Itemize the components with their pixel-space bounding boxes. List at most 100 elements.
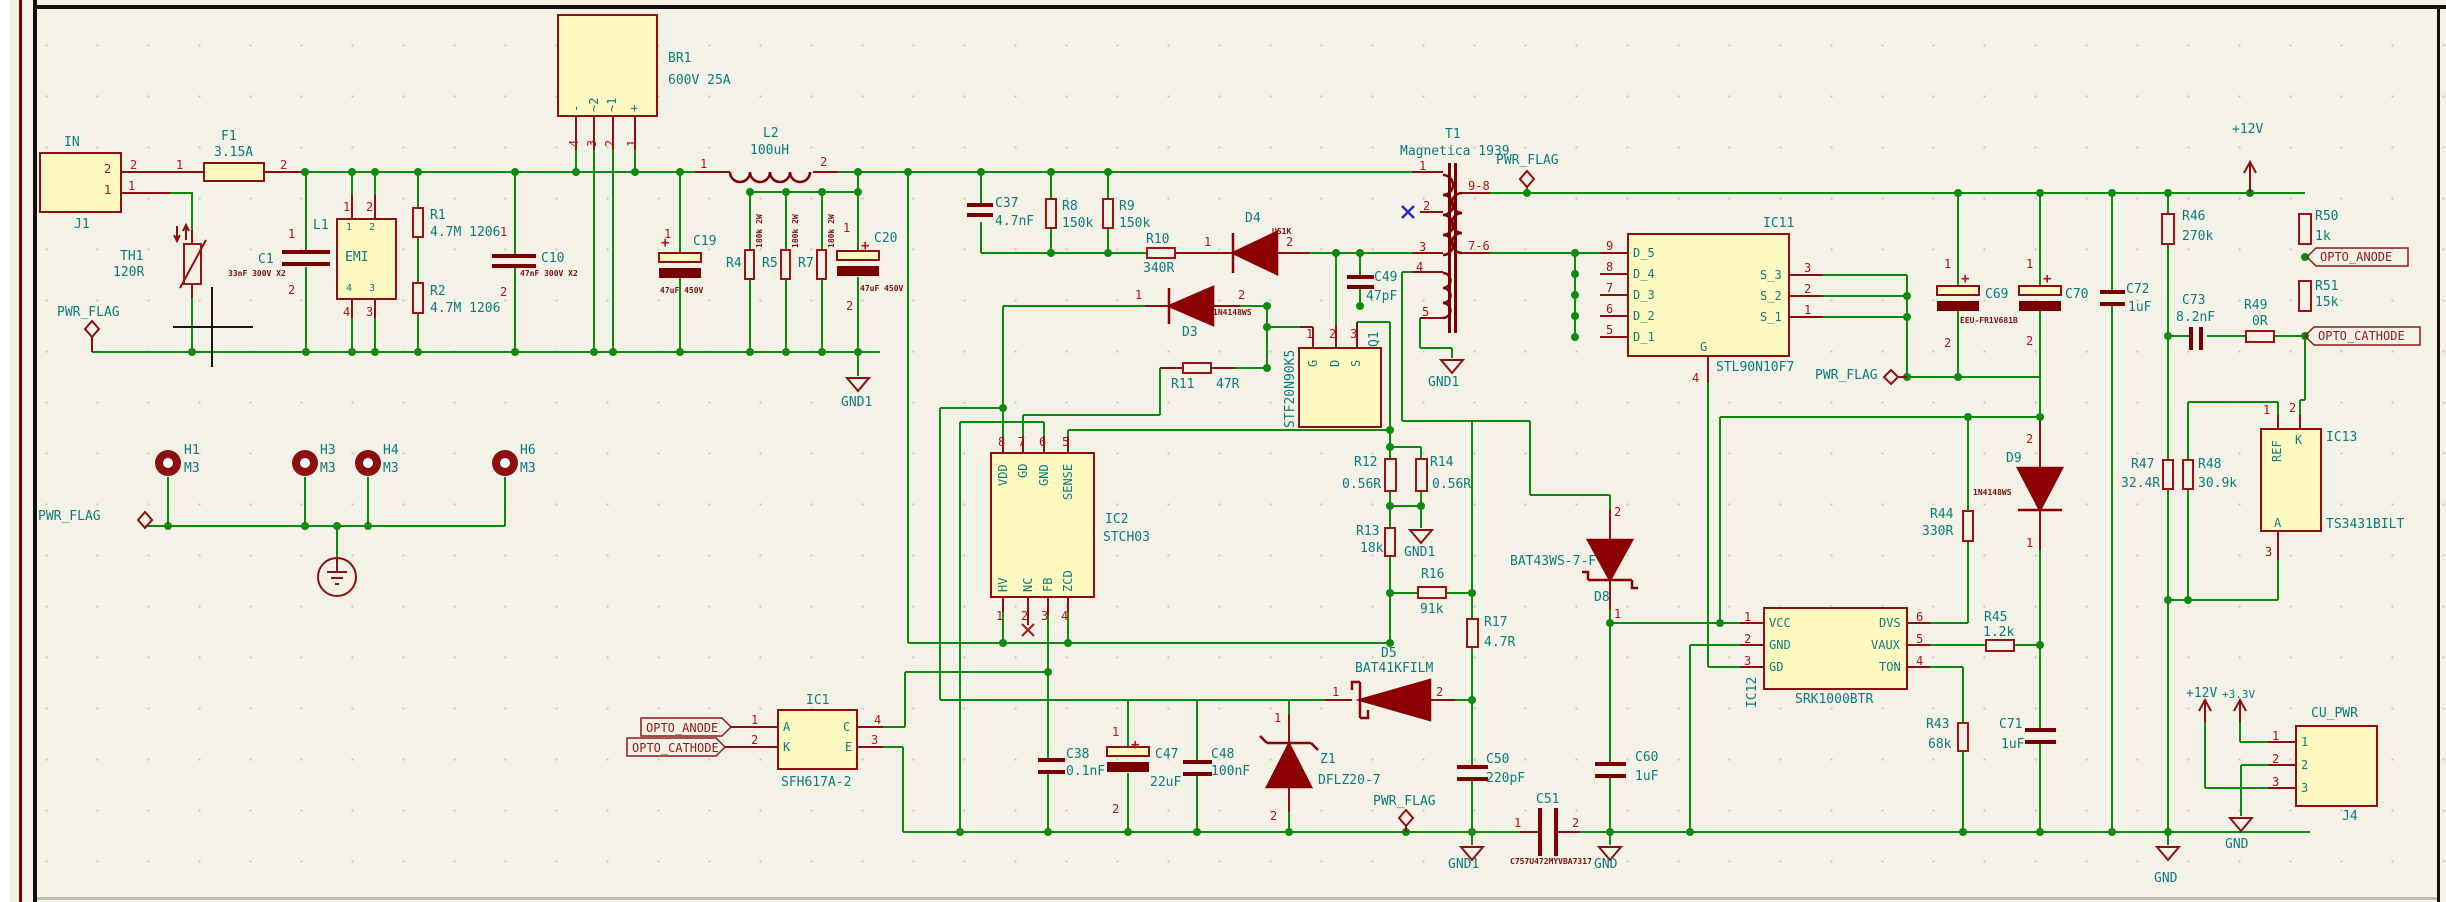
IC1-optocoupler-body[interactable] bbox=[777, 709, 858, 770]
R4-body[interactable] bbox=[744, 249, 755, 280]
C49-ref[interactable]: C49 bbox=[1374, 270, 1398, 285]
R14-ref[interactable]: R14 bbox=[1430, 455, 1454, 470]
C73-value[interactable]: 8.2nF bbox=[2176, 310, 2216, 325]
p12-label[interactable]: +12V bbox=[2186, 686, 2218, 701]
IC12-body[interactable] bbox=[1763, 607, 1908, 690]
D8-value[interactable]: BAT43WS-7-F bbox=[1510, 554, 1597, 569]
p33-label[interactable]: +3.3V bbox=[2222, 688, 2256, 701]
R45-body[interactable] bbox=[1985, 639, 2015, 652]
TH1-value[interactable]: 120R bbox=[113, 265, 145, 280]
R43-body[interactable] bbox=[1957, 722, 1969, 752]
IC11-body[interactable] bbox=[1627, 233, 1790, 357]
R2-value[interactable]: 4.7M 1206 bbox=[430, 301, 501, 316]
R48-ref[interactable]: R48 bbox=[2198, 457, 2222, 472]
IC2-value[interactable]: STCH03 bbox=[1103, 530, 1150, 545]
H6-value[interactable]: M3 bbox=[520, 461, 536, 476]
R49-body[interactable] bbox=[2245, 330, 2275, 343]
C37-value[interactable]: 4.7nF bbox=[995, 214, 1035, 229]
gnd1-label[interactable]: GND1 bbox=[841, 395, 873, 410]
L2-value[interactable]: 100uH bbox=[750, 143, 790, 158]
C48-ref[interactable]: C48 bbox=[1211, 747, 1235, 762]
R17-body[interactable] bbox=[1466, 618, 1479, 648]
IC1-ref[interactable]: IC1 bbox=[806, 693, 830, 708]
H3-value[interactable]: M3 bbox=[320, 461, 336, 476]
R5-body[interactable] bbox=[780, 249, 791, 280]
D9-ref[interactable]: D9 bbox=[2006, 451, 2022, 466]
Z1-value[interactable]: DFLZ20-7 bbox=[1318, 773, 1381, 788]
R17-value[interactable]: 4.7R bbox=[1484, 635, 1516, 650]
L1-ref[interactable]: L1 bbox=[313, 218, 329, 233]
R10-body[interactable] bbox=[1146, 247, 1176, 259]
R11-ref[interactable]: R11 bbox=[1171, 377, 1195, 392]
L2-ref[interactable]: L2 bbox=[763, 126, 779, 141]
R1-value[interactable]: 4.7M 1206 bbox=[430, 225, 501, 240]
C71-value[interactable]: 1uF bbox=[2001, 737, 2025, 752]
R8-value[interactable]: 150k bbox=[1062, 216, 1094, 231]
H1-ref[interactable]: H1 bbox=[184, 443, 200, 458]
IC1-value[interactable]: SFH617A-2 bbox=[781, 775, 852, 790]
F1-value[interactable]: 3.15A bbox=[214, 145, 254, 160]
J1-ref[interactable]: J1 bbox=[74, 217, 90, 232]
Q1-ref[interactable]: Q1 bbox=[1367, 331, 1382, 347]
C51-ref[interactable]: C51 bbox=[1536, 792, 1560, 807]
R11-value[interactable]: 47R bbox=[1216, 377, 1240, 392]
R9-ref[interactable]: R9 bbox=[1119, 199, 1135, 214]
C60-value[interactable]: 1uF bbox=[1635, 769, 1659, 784]
C69-ref[interactable]: C69 bbox=[1985, 287, 2009, 302]
IC13-value[interactable]: TS3431BILT bbox=[2326, 517, 2405, 532]
F1-ref[interactable]: F1 bbox=[221, 129, 237, 144]
R50-body[interactable] bbox=[2298, 213, 2312, 245]
R43-ref[interactable]: R43 bbox=[1926, 717, 1950, 732]
IC13-body[interactable] bbox=[2260, 428, 2322, 532]
R46-value[interactable]: 270k bbox=[2182, 229, 2214, 244]
R12-body[interactable] bbox=[1384, 458, 1397, 492]
R8-body[interactable] bbox=[1045, 198, 1057, 229]
R50-value[interactable]: 1k bbox=[2315, 229, 2331, 244]
R5-ref[interactable]: R5 bbox=[762, 256, 778, 271]
J1-connector-body[interactable] bbox=[39, 152, 122, 213]
R44-ref[interactable]: R44 bbox=[1930, 507, 1954, 522]
opto-anode-hier-label[interactable]: OPTO_ANODE bbox=[646, 721, 719, 735]
R49-value[interactable]: 0R bbox=[2252, 314, 2268, 329]
R49-ref[interactable]: R49 bbox=[2244, 298, 2268, 313]
gnd-label[interactable]: GND bbox=[1594, 857, 1618, 872]
opto-cathode-hier-label[interactable]: OPTO_CATHODE bbox=[632, 741, 719, 755]
T1-value[interactable]: Magnetica 1939 bbox=[1400, 144, 1510, 159]
pwr-flag-label[interactable]: PWR_FLAG bbox=[1815, 368, 1878, 383]
IC12-value[interactable]: SRK1000BTR bbox=[1795, 692, 1874, 707]
R16-body[interactable] bbox=[1417, 586, 1447, 599]
opto-anode-hier-label[interactable]: OPTO_ANODE bbox=[2320, 250, 2393, 264]
mounting-holes[interactable] bbox=[155, 450, 518, 476]
R13-ref[interactable]: R13 bbox=[1356, 524, 1380, 539]
p12-label[interactable]: +12V bbox=[2232, 122, 2264, 137]
electrolytic-capacitors[interactable] bbox=[658, 250, 2062, 772]
R48-body[interactable] bbox=[2182, 459, 2194, 490]
R14-body[interactable] bbox=[1415, 458, 1428, 492]
R2-ref[interactable]: R2 bbox=[430, 284, 446, 299]
D5-ref[interactable]: D5 bbox=[1381, 646, 1397, 661]
R51-value[interactable]: 15k bbox=[2315, 295, 2339, 310]
D4-ref[interactable]: D4 bbox=[1245, 211, 1261, 226]
R16-value[interactable]: 91k bbox=[1420, 602, 1444, 617]
opto-cathode-hier-label[interactable]: OPTO_CATHODE bbox=[2318, 329, 2405, 343]
R12-ref[interactable]: R12 bbox=[1354, 455, 1378, 470]
hier-label-shapes[interactable] bbox=[626, 247, 2421, 757]
R51-body[interactable] bbox=[2298, 280, 2312, 312]
J4-value[interactable]: CU_PWR bbox=[2311, 706, 2358, 721]
pwr-flag-label[interactable]: PWR_FLAG bbox=[57, 305, 120, 320]
R43-value[interactable]: 68k bbox=[1928, 737, 1952, 752]
C20-ref[interactable]: C20 bbox=[874, 231, 898, 246]
TH1-ref[interactable]: TH1 bbox=[120, 249, 144, 264]
T1-ref[interactable]: T1 bbox=[1445, 127, 1461, 142]
R2-body[interactable] bbox=[412, 282, 424, 314]
C71-ref[interactable]: C71 bbox=[1999, 717, 2023, 732]
pwr-flag-label[interactable]: PWR_FLAG bbox=[38, 509, 101, 524]
IC2-body[interactable] bbox=[990, 452, 1095, 598]
R47-value[interactable]: 32.4R bbox=[2121, 476, 2161, 491]
J4-connector-body[interactable] bbox=[2295, 725, 2378, 807]
gnd1-label[interactable]: GND1 bbox=[1428, 375, 1460, 390]
R8-ref[interactable]: R8 bbox=[1062, 199, 1078, 214]
R7-ref[interactable]: R7 bbox=[798, 256, 814, 271]
L1-value[interactable]: EMI bbox=[345, 250, 369, 265]
R1-body[interactable] bbox=[412, 207, 424, 238]
